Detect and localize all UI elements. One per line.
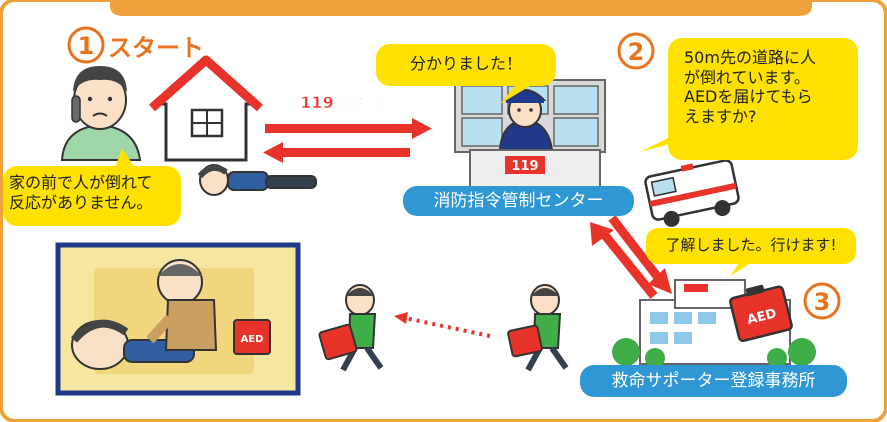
- arrow-center-to-office: [608, 215, 672, 294]
- step1-number: 1: [78, 32, 95, 60]
- ambulance-icon: [644, 159, 740, 227]
- step3-marker: 3: [803, 282, 841, 320]
- supporter-office-label: 救命サポーター登録事務所: [580, 365, 847, 397]
- running-supporter-icon: [507, 284, 569, 372]
- step2-number: 2: [628, 38, 645, 66]
- call-label-badge: 119番通報: [300, 93, 383, 113]
- step1-label: スタート: [108, 34, 204, 62]
- caller-speech-bubble: 家の前で人が倒れて 反応がありません。: [3, 166, 181, 226]
- collapsed-person-icon: [197, 164, 317, 196]
- house-icon: [149, 55, 263, 162]
- cpr-aed-label: AED: [241, 334, 264, 345]
- arrow-office-to-center: [590, 222, 658, 299]
- desk-number: 119: [511, 159, 538, 174]
- call-arrow-to-center: [265, 118, 432, 139]
- ack-bubble-tail: [500, 86, 530, 104]
- dispatcher-request-bubble: 50m先の道路に人 が倒れています。 AEDを届けてもら えますか?: [668, 38, 858, 160]
- step2-marker: 2: [617, 32, 655, 70]
- call-label: 119番通報: [300, 93, 382, 112]
- running-supporter-icon: [318, 284, 384, 372]
- supporter-reply-bubble: 了解しました。行けます!: [646, 228, 856, 264]
- dispatch-center-label: 消防指令管制センター: [403, 186, 634, 216]
- aed-box-label: AED: [746, 306, 779, 328]
- header-tab: [110, 0, 812, 16]
- cpr-scene-icon: AED: [55, 242, 301, 396]
- dispatcher-ack-bubble: 分かりました！: [376, 44, 556, 86]
- aed-box-icon: AED: [729, 284, 793, 343]
- run-path-dots: [394, 312, 491, 338]
- caller-bubble-tail: [115, 148, 135, 168]
- reply-bubble-tail: [730, 262, 752, 276]
- step1-marker: 1: [67, 26, 105, 64]
- step3-number: 3: [814, 288, 831, 316]
- dispatcher-icon: 119: [454, 79, 606, 191]
- phone-caller-icon: [60, 66, 142, 161]
- call-arrow-to-caller: [263, 142, 410, 163]
